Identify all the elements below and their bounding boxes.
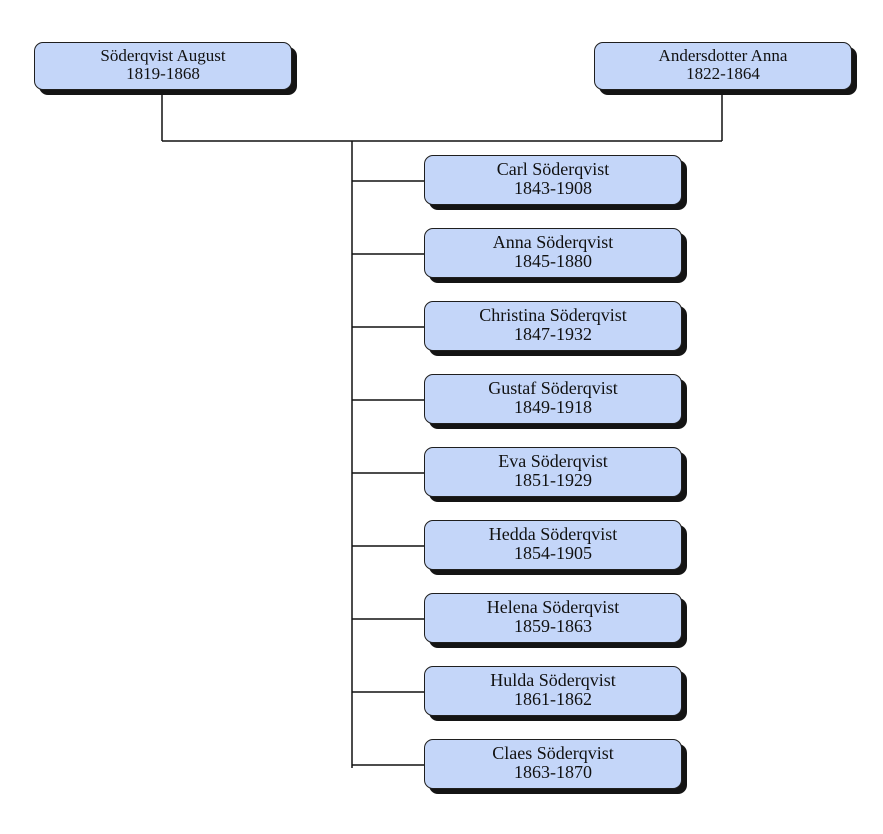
- child-card[interactable]: Christina Söderqvist 1847-1932: [424, 301, 682, 351]
- parent-card-mother[interactable]: Andersdotter Anna 1822-1864: [594, 42, 852, 90]
- child-name: Eva Söderqvist: [498, 451, 608, 471]
- child-years: 1843-1908: [514, 178, 592, 198]
- child-card[interactable]: Hulda Söderqvist 1861-1862: [424, 666, 682, 716]
- parent-years: 1822-1864: [686, 64, 760, 83]
- child-name: Gustaf Söderqvist: [488, 378, 618, 398]
- child-years: 1854-1905: [514, 543, 592, 563]
- child-card[interactable]: Carl Söderqvist 1843-1908: [424, 155, 682, 205]
- child-years: 1861-1862: [514, 689, 592, 709]
- child-name: Anna Söderqvist: [492, 232, 614, 252]
- child-card[interactable]: Eva Söderqvist 1851-1929: [424, 447, 682, 497]
- child-card[interactable]: Claes Söderqvist 1863-1870: [424, 739, 682, 789]
- parent-card-father[interactable]: Söderqvist August 1819-1868: [34, 42, 292, 90]
- child-card[interactable]: Helena Söderqvist 1859-1863: [424, 593, 682, 643]
- child-card[interactable]: Hedda Söderqvist 1854-1905: [424, 520, 682, 570]
- child-years: 1847-1932: [514, 324, 592, 344]
- child-name: Hedda Söderqvist: [488, 524, 618, 544]
- child-name: Claes Söderqvist: [492, 743, 614, 763]
- parent-years: 1819-1868: [126, 64, 200, 83]
- child-years: 1849-1918: [514, 397, 592, 417]
- child-years: 1863-1870: [514, 762, 592, 782]
- child-name: Hulda Söderqvist: [490, 670, 616, 690]
- child-name: Christina Söderqvist: [479, 305, 627, 325]
- child-years: 1851-1929: [514, 470, 592, 490]
- child-card[interactable]: Gustaf Söderqvist 1849-1918: [424, 374, 682, 424]
- child-name: Carl Söderqvist: [496, 159, 610, 179]
- child-card[interactable]: Anna Söderqvist 1845-1880: [424, 228, 682, 278]
- parent-name: Andersdotter Anna: [658, 46, 788, 65]
- child-years: 1859-1863: [514, 616, 592, 636]
- child-years: 1845-1880: [514, 251, 592, 271]
- parent-name: Söderqvist August: [100, 46, 226, 65]
- child-name: Helena Söderqvist: [486, 597, 620, 617]
